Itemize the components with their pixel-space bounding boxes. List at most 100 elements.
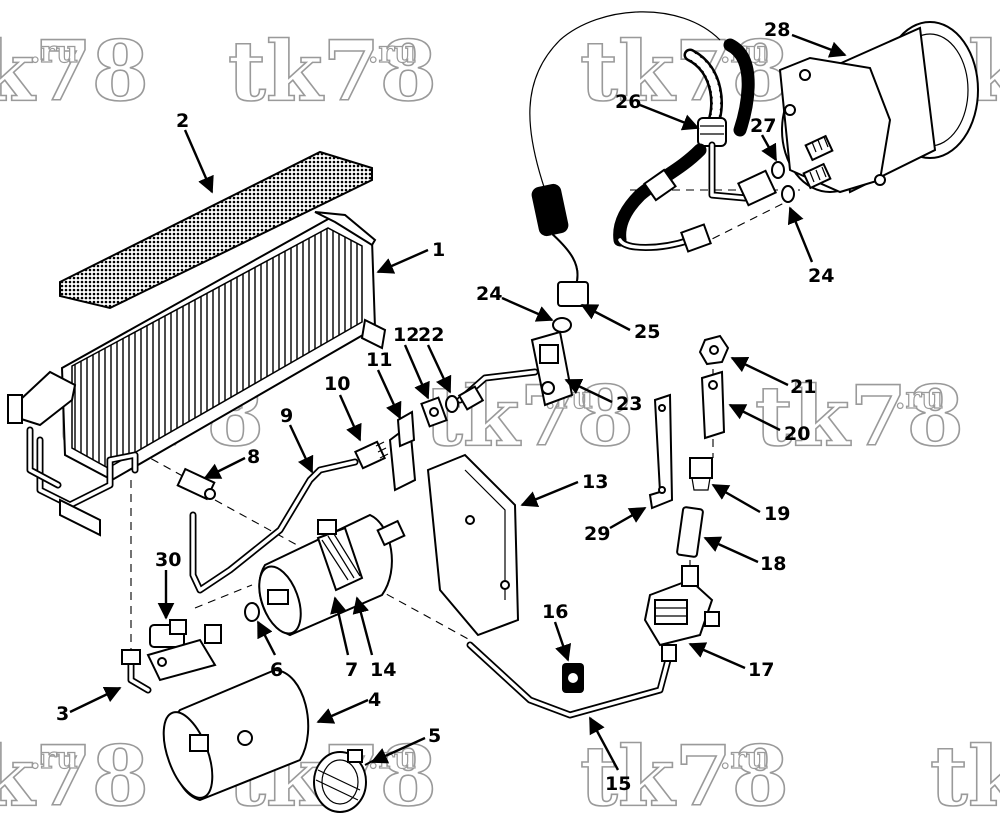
callout-26: 26	[615, 91, 641, 113]
compressor-mount-ear	[778, 56, 892, 194]
manifold-pipe-inner	[28, 428, 60, 487]
leader-1	[376, 248, 429, 274]
accumulator-port	[189, 734, 209, 752]
watermark-bottom-left: tk78 .ru	[0, 728, 150, 826]
leader-17	[688, 642, 746, 670]
switch-connector	[169, 619, 187, 635]
mount-hole	[874, 174, 886, 186]
leader-5	[370, 736, 426, 764]
sleeve-18	[676, 506, 704, 558]
callout-14: 14	[370, 659, 396, 681]
clamp-ring-inner	[321, 759, 359, 805]
heat-exchanger-core	[7, 211, 387, 482]
watermark-text: tk78	[0, 24, 149, 120]
callout-4: 4	[368, 689, 381, 711]
leader-2	[183, 129, 214, 194]
filter-pad-edge	[59, 179, 373, 309]
watermark-top-center: tk78 .ru	[227, 23, 437, 121]
watermark-top-left: tk78 .ru	[0, 23, 150, 121]
filter-pad	[59, 150, 373, 310]
switch-fitting	[204, 624, 222, 644]
watermark-suffix: .ru	[30, 35, 78, 70]
tee-fitting-8	[176, 467, 216, 501]
fitting-12	[420, 396, 448, 428]
fitting-bore	[429, 407, 439, 417]
hose-crimp-lower	[643, 168, 677, 202]
leader-16	[553, 621, 572, 662]
leader-29	[609, 506, 647, 530]
watermark-mid-right: tk78 .ru	[754, 368, 964, 466]
tube-15-inner	[468, 643, 670, 717]
bracket-hole	[658, 486, 666, 494]
callout-30: 30	[155, 549, 181, 571]
leader-11	[376, 369, 402, 420]
nut-21	[698, 334, 730, 366]
leader-4	[316, 698, 369, 724]
callout-13: 13	[582, 471, 608, 493]
callout-7: 7	[345, 659, 358, 681]
o-ring-22	[445, 395, 459, 413]
callout-9: 9	[280, 405, 293, 427]
core-tab	[7, 394, 23, 424]
core-mount-bracket	[360, 318, 387, 350]
tube-3	[121, 649, 152, 694]
leader-7	[330, 596, 350, 656]
leader-3	[69, 686, 122, 714]
hose-fitting-nut	[737, 169, 777, 207]
clip-hole	[568, 673, 578, 683]
clamp-screw	[347, 749, 363, 763]
hose-tail-inner	[549, 231, 579, 286]
leader-8	[203, 456, 246, 480]
callout-2: 2	[176, 110, 189, 132]
leader-27	[760, 134, 778, 162]
callout-24-left: 24	[476, 283, 502, 305]
callout-16: 16	[542, 601, 568, 623]
callout-12: 12	[393, 324, 419, 346]
compressor	[778, 21, 979, 194]
callout-15: 15	[605, 773, 631, 795]
watermark-bottom-center-right: tk78 .ru	[579, 728, 789, 826]
shield-fold	[464, 469, 506, 600]
core-manifold-pipes	[26, 426, 139, 537]
shield-hole	[465, 515, 475, 525]
valve-bottom-port	[661, 644, 677, 662]
hose-nut	[680, 223, 712, 253]
leader-23	[564, 378, 613, 404]
leader-12	[403, 344, 430, 400]
strap-20	[700, 370, 726, 440]
leader-18	[703, 536, 759, 564]
callout-11: 11	[366, 349, 392, 371]
block-port	[541, 381, 555, 395]
block-fitting-23	[456, 330, 574, 411]
clip-16	[562, 663, 584, 693]
nut-21-bore	[709, 345, 719, 355]
clamp-ridges	[321, 533, 361, 581]
core-top-tank	[314, 211, 377, 247]
callout-20: 20	[784, 423, 810, 445]
leader-24-right	[787, 206, 814, 263]
fitting-19-nose	[691, 477, 711, 491]
leader-15	[588, 716, 620, 771]
centerline	[699, 199, 791, 246]
leader-6	[256, 620, 277, 656]
fitting-19-hex	[689, 457, 713, 479]
valve-face	[654, 599, 688, 625]
switch-block	[146, 638, 217, 682]
tube-3-nut	[121, 649, 141, 665]
mount-hole	[784, 104, 796, 116]
manifold-pipe-inner	[38, 438, 137, 507]
callout-5: 5	[428, 725, 441, 747]
pressure-switch-30	[146, 619, 222, 682]
clamp-14	[316, 519, 364, 592]
suction-hose-end	[531, 183, 589, 307]
hose-elbow-tube-inner	[710, 143, 747, 200]
watermark-text: tk78	[425, 369, 634, 465]
valve-side-port	[704, 611, 720, 627]
compressor-service-port-upper	[804, 134, 834, 162]
crimp-ribs	[540, 194, 562, 216]
callout-27: 27	[750, 115, 776, 137]
callout-28: 28	[764, 19, 790, 41]
block-tube-nut	[457, 385, 485, 411]
leader-19	[711, 483, 761, 514]
